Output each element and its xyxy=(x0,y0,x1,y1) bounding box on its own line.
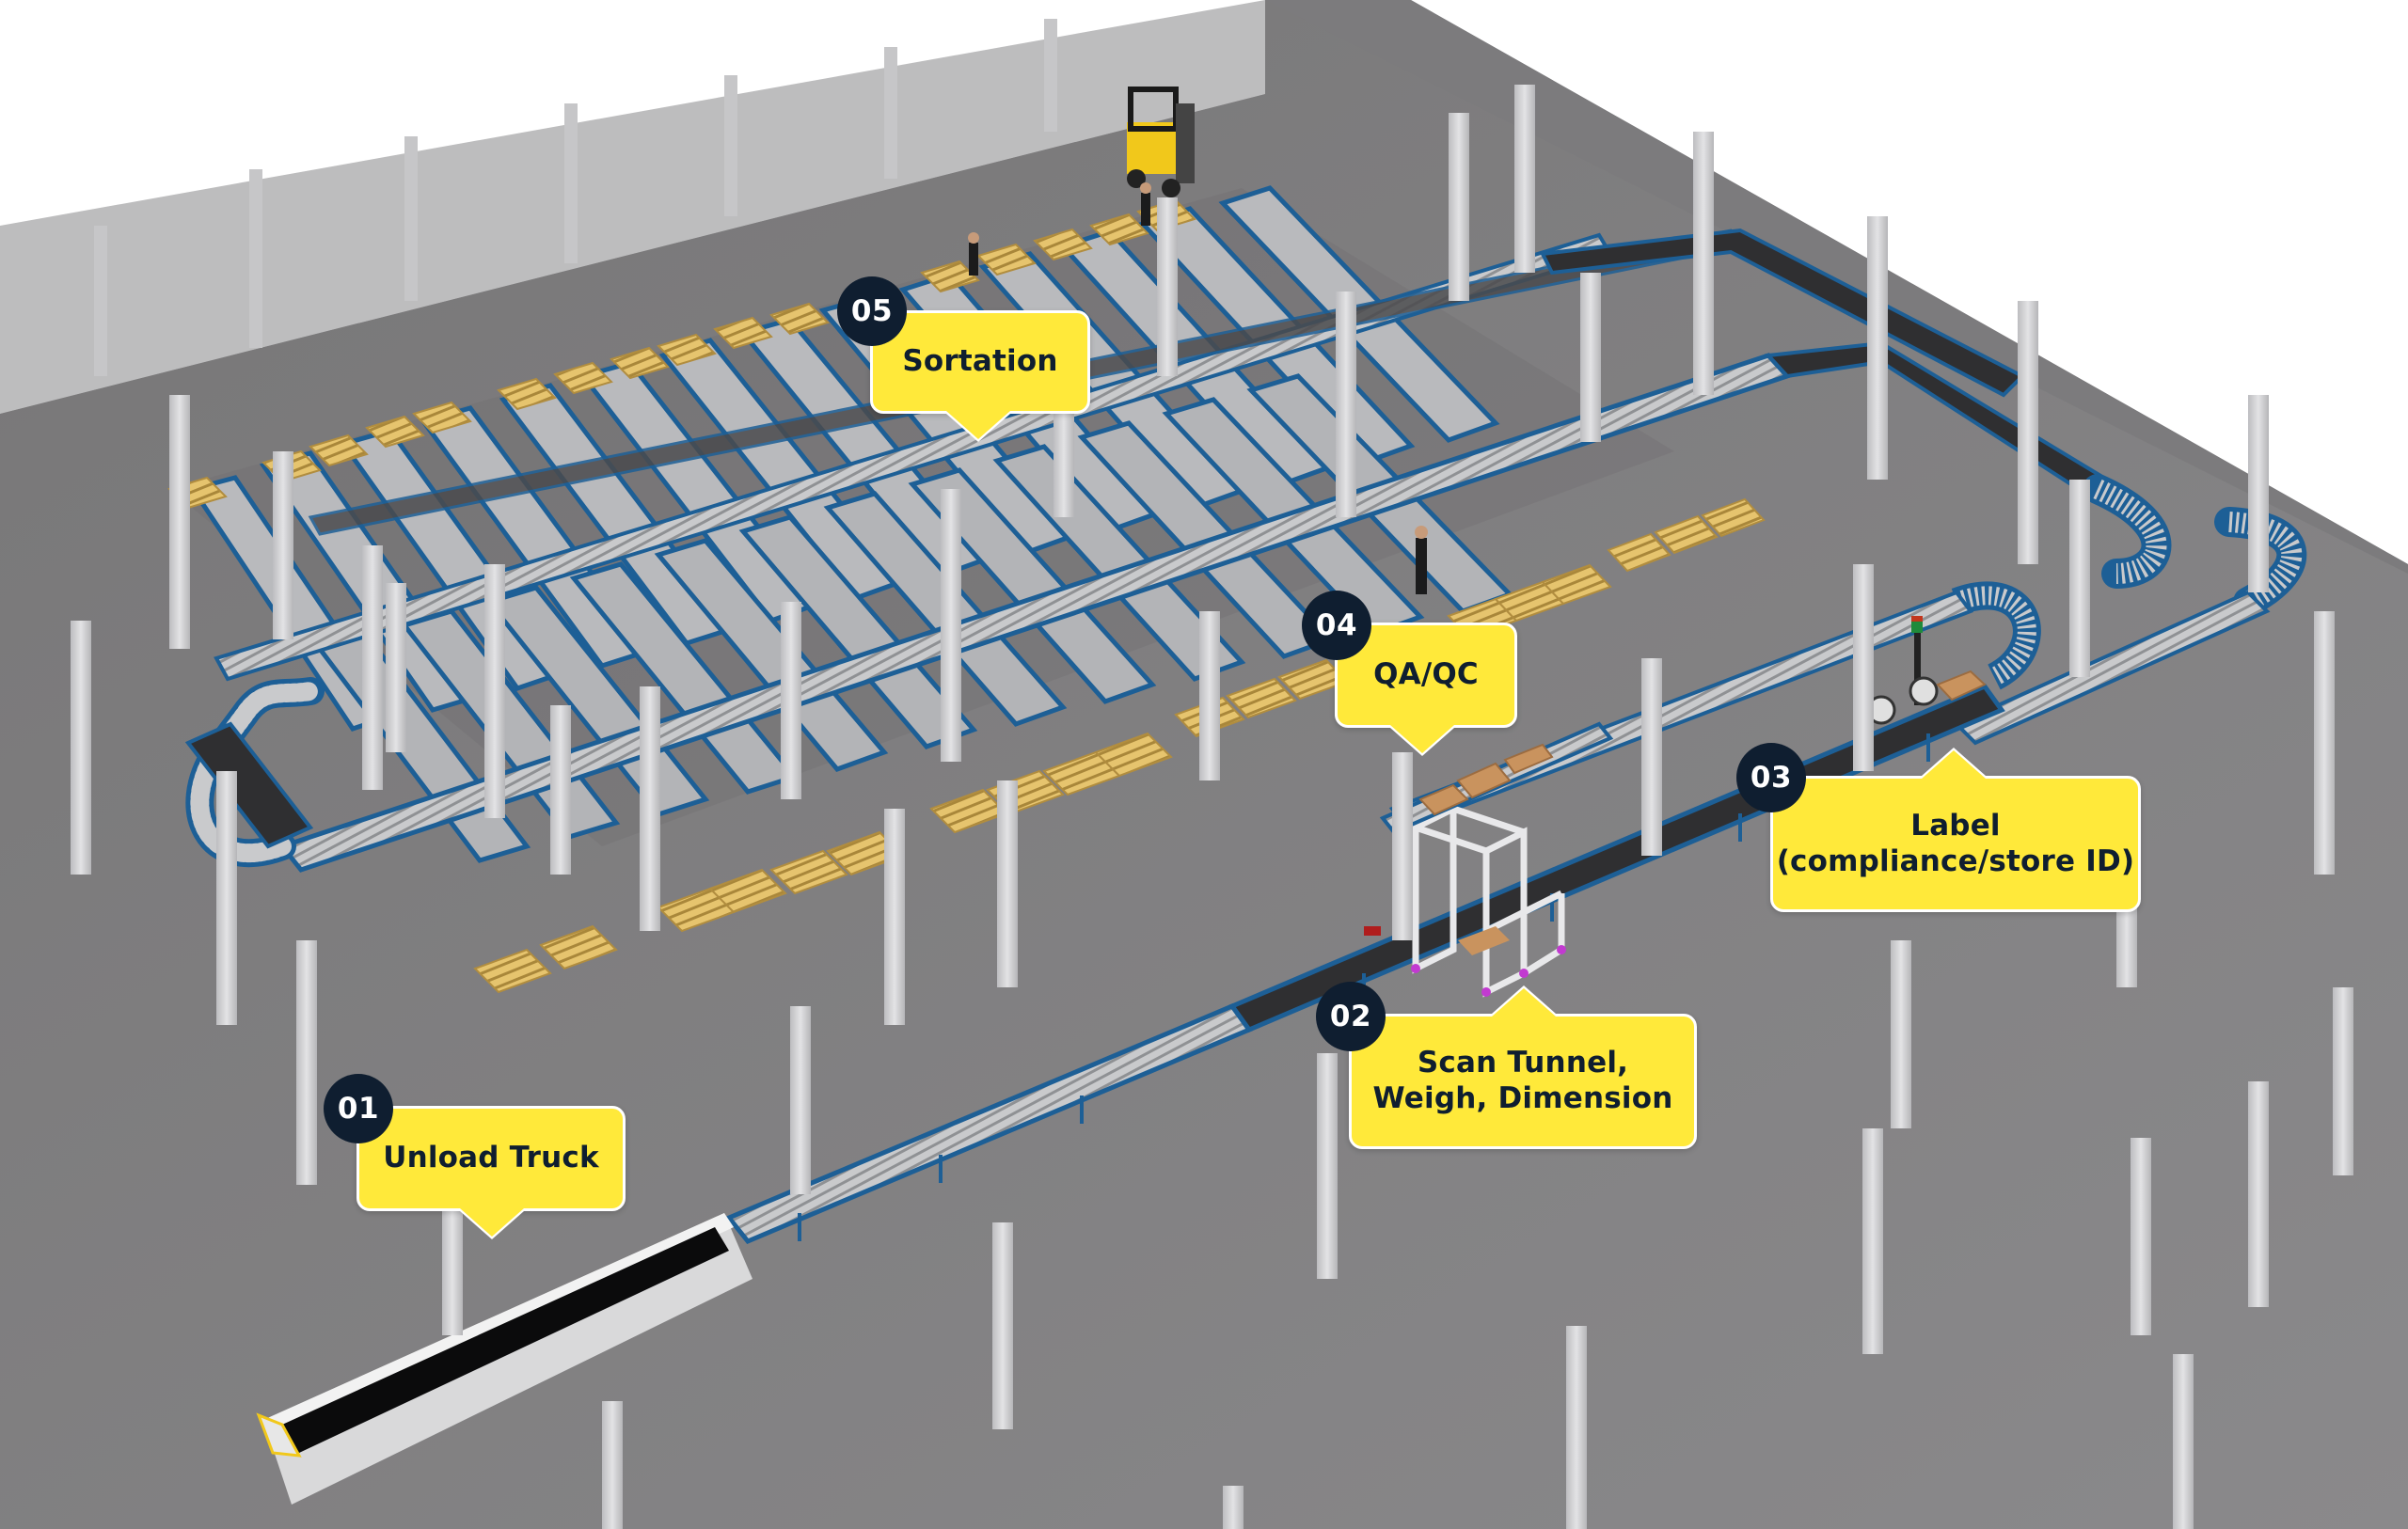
step-01-badge: 01 xyxy=(324,1074,393,1143)
step-03-callout: Label (compliance/store ID) xyxy=(1770,776,2141,912)
step-02-badge: 02 xyxy=(1316,982,1386,1051)
step-03-badge: 03 xyxy=(1736,743,1806,812)
step-04-badge: 04 xyxy=(1302,591,1371,660)
step-05-pointer xyxy=(946,411,1010,439)
step-04-pointer xyxy=(1390,725,1454,753)
step-02-callout: Scan Tunnel, Weigh, Dimension xyxy=(1349,1014,1697,1149)
back-wall xyxy=(0,0,1265,414)
step-05-label: Sortation xyxy=(902,344,1058,379)
step-02-label: Scan Tunnel, Weigh, Dimension xyxy=(1372,1046,1673,1115)
step-02-pointer xyxy=(1492,988,1556,1017)
wall-pilasters xyxy=(94,19,1057,376)
step-05-callout: Sortation xyxy=(870,310,1090,414)
step-03-label: Label (compliance/store ID) xyxy=(1776,808,2135,878)
step-04-label: QA/QC xyxy=(1373,657,1479,692)
step-01-callout: Unload Truck xyxy=(356,1106,626,1211)
labeler xyxy=(1866,616,1987,725)
building-columns xyxy=(71,85,2353,1529)
truck-unloader xyxy=(256,1213,752,1505)
forklift xyxy=(1127,87,1195,197)
workers xyxy=(968,182,1428,594)
step-01-label: Unload Truck xyxy=(383,1141,599,1175)
step-01-pointer xyxy=(460,1208,524,1237)
inbound-conveyor xyxy=(724,683,2005,1245)
scan-tunnel-sensors xyxy=(1411,945,1566,997)
pallets xyxy=(167,198,1766,994)
step-05-badge: 05 xyxy=(837,276,907,346)
qa-qc-station xyxy=(1364,721,1614,955)
step-03-pointer xyxy=(1922,750,1986,779)
